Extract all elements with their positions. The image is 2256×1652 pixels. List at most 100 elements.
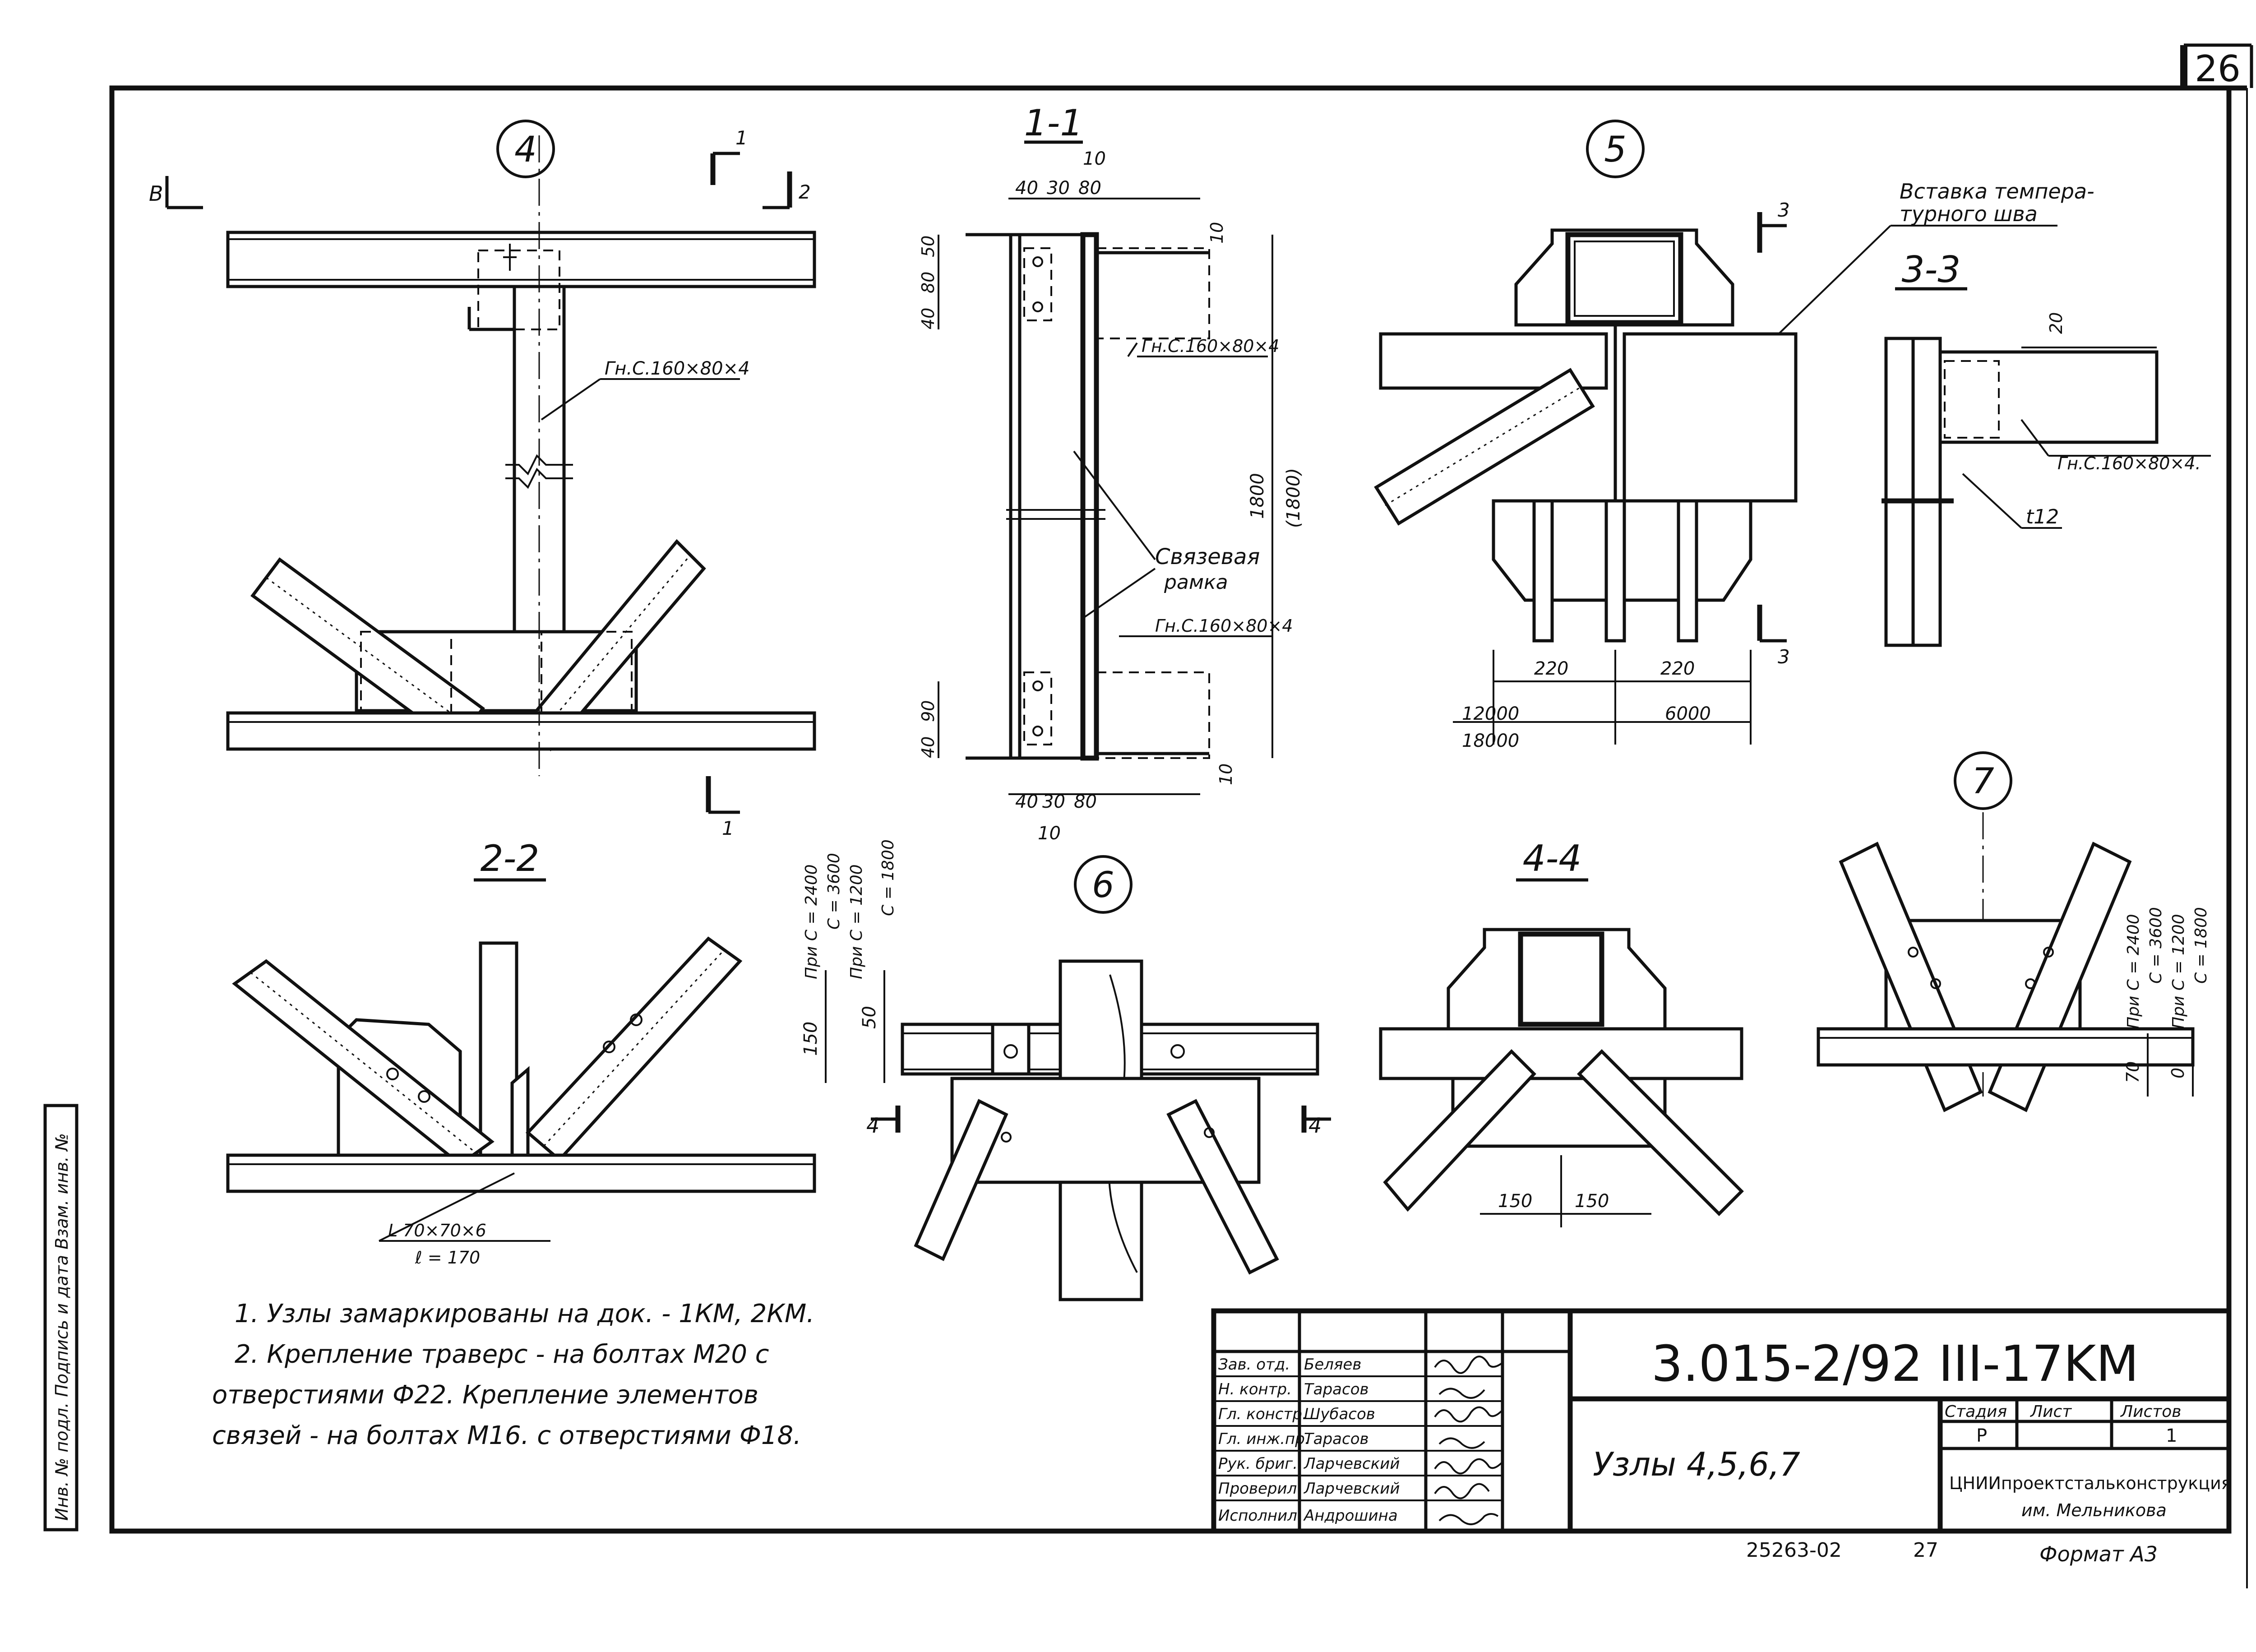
joint-label-1: Вставка темпера-: [1900, 179, 2094, 204]
n7-dim-c1200: При С = 1200: [2169, 914, 2188, 1029]
sheet-format: Формат А3: [2039, 1542, 2158, 1566]
dim-30-top: 30: [1047, 178, 1070, 199]
dim-90-left: 90: [918, 700, 938, 722]
dim-12000: 12000: [1462, 703, 1519, 724]
node-4-callout: [496, 120, 555, 178]
sig-name-1: Беляев: [1304, 1356, 1361, 1374]
sig-name-6: Ларчевский: [1303, 1480, 1400, 1498]
section-3-3-title: 3-3: [1902, 249, 1961, 291]
node-7-view: 7 При С = 2400 С = 3600 При С = 1200 С =…: [1817, 751, 2210, 1112]
dim-50-n6: 50: [859, 1006, 880, 1029]
sig-role-1: Зав. отд.: [1218, 1356, 1290, 1374]
n7-dim-c3600: С = 3600: [2147, 907, 2165, 984]
note-1: 1. Узлы замаркированы на док. - 1КМ, 2КМ…: [235, 1299, 814, 1328]
cut-1-bottom: 1: [722, 817, 734, 839]
dim-30-bot: 30: [1042, 791, 1065, 812]
plate-label: t12: [2026, 505, 2059, 528]
sig-name-3: Шубасов: [1304, 1405, 1375, 1423]
dim-6000: 6000: [1665, 703, 1711, 724]
frame-label-1: Связевая: [1155, 544, 1260, 569]
dim-80-top: 80: [1078, 178, 1101, 199]
sig-role-5: Рук. бриг.: [1218, 1455, 1298, 1473]
section-1-1-view: 1-1 40 30 10 80 50 80 40 90 4: [918, 102, 1304, 844]
dim-c1200: При С = 1200: [847, 864, 866, 979]
node-6-callout: [1074, 855, 1133, 914]
dim-40-bot: 40: [1015, 791, 1038, 812]
cut-3-top: 3: [1778, 199, 1790, 221]
angle-length: ℓ = 170: [415, 1248, 480, 1268]
notes: 1. Узлы замаркированы на док. - 1КМ, 2КМ…: [212, 1299, 814, 1450]
joint-label-2: турного шва: [1900, 202, 2038, 226]
ref-mark-b: В: [149, 181, 163, 206]
section-1-1-title: 1-1: [1024, 102, 1083, 144]
document-title: Узлы 4,5,6,7: [1593, 1445, 1800, 1483]
note-2: 2. Крепление траверс - на болтах М20 с: [235, 1340, 769, 1369]
node-6-number: 6: [1092, 865, 1114, 906]
sheet-frame: 26: [109, 43, 2253, 1588]
node-4-profile-label: Гн.С.160×80×4: [605, 358, 750, 379]
cut-2: 2: [799, 181, 811, 203]
sec-3-3-profile: Гн.С.160×80×4.: [2057, 453, 2201, 473]
stage-label: Стадия: [1945, 1402, 2007, 1421]
dim-20: 20: [2046, 312, 2066, 334]
organization: ЦНИИпроектстальконструкция: [1949, 1473, 2232, 1493]
dim-150-b: 150: [1575, 1191, 1609, 1212]
section-2-2-title: 2-2: [481, 838, 540, 879]
node-7-number: 7: [1972, 761, 1994, 802]
dim-150-a: 150: [1498, 1191, 1532, 1212]
section-3-3-view: 3-3 20 Гн.С.160×80×4. t12: [1882, 249, 2211, 647]
sig-name-2: Тарасов: [1304, 1380, 1369, 1398]
n7-dim-c1800: С = 1800: [2192, 907, 2210, 984]
section-4-4-title: 4-4: [1523, 838, 1582, 879]
sheets-value: 1: [2166, 1425, 2177, 1446]
dim-40-left: 40: [918, 308, 938, 329]
note-4: связей - на болтах М16. с отверстиями Ф1…: [212, 1421, 801, 1450]
dim-50-left: 50: [918, 236, 938, 257]
side-stamp-text: Инв. № подл. Подпись и дата Взам. инв. №: [52, 1133, 72, 1521]
sheets-label: Листов: [2120, 1402, 2181, 1421]
sig-role-4: Гл. инж.пр.: [1218, 1430, 1310, 1448]
dim-40-left-b: 40: [918, 736, 938, 758]
sig-role-2: Н. контр.: [1218, 1380, 1292, 1398]
cut-4-left: 4: [866, 1113, 879, 1138]
dim-c1800: С = 1800: [879, 839, 897, 916]
dim-220-a: 220: [1534, 658, 1568, 679]
dim-220-b: 220: [1660, 658, 1695, 679]
sig-role-6: Проверил: [1218, 1480, 1297, 1498]
node-6-view: 6 При С = 2400 С = 3600 При С = 1200 С =…: [800, 839, 1331, 1301]
dim-1800: 1800: [1247, 473, 1268, 519]
dim-80-bot: 80: [1074, 791, 1097, 812]
sig-name-5: Ларчевский: [1303, 1455, 1400, 1473]
section-2-2-view: 2-2 L 70×70×6 ℓ = 170: [226, 838, 816, 1268]
document-code: 3.015-2/92 III-17KM: [1651, 1335, 2139, 1393]
note-3: отверстиями Ф22. Крепление элементов: [212, 1380, 758, 1410]
node-4-number: 4: [514, 130, 537, 170]
signature-scribbles: [1434, 1356, 1503, 1525]
dim-1800-p: (1800): [1283, 468, 1304, 528]
frame-label-2: рамка: [1164, 571, 1228, 594]
cut-4-right: 4: [1308, 1113, 1322, 1138]
node-5-view: 5 Вставка темпера- турного шва 3 3: [1374, 120, 2094, 751]
dim-40-top: 40: [1015, 178, 1038, 199]
n7-dim-70: 70: [2123, 1061, 2143, 1083]
dim-10-top: 10: [1083, 148, 1106, 169]
sig-name-4: Тарасов: [1304, 1430, 1369, 1448]
side-stamp: Инв. № подл. Подпись и дата Взам. инв. №: [43, 1104, 79, 1532]
node-5-callout: [1586, 120, 1645, 178]
dim-c3600: С = 3600: [825, 853, 843, 930]
dim-10-bot: 10: [1038, 823, 1061, 844]
node-7-callout: [1954, 751, 2012, 810]
sheet-label: Лист: [2029, 1402, 2072, 1421]
dim-150-n6: 150: [800, 1022, 821, 1056]
sheet-number: 26: [2195, 48, 2241, 90]
cut-3-bot: 3: [1778, 646, 1790, 668]
node-5-number: 5: [1604, 130, 1627, 170]
sig-role-7: Исполнил: [1218, 1507, 1297, 1525]
n7-dim-c2400: При С = 2400: [2124, 914, 2143, 1029]
cut-1-top: 1: [735, 127, 748, 149]
section-4-4-view: 4-4 150 150: [1379, 838, 1744, 1227]
stage-value: Р: [1976, 1425, 1987, 1446]
dim-10-right-top: 10: [1207, 222, 1227, 244]
angle-label: L 70×70×6: [388, 1221, 486, 1240]
